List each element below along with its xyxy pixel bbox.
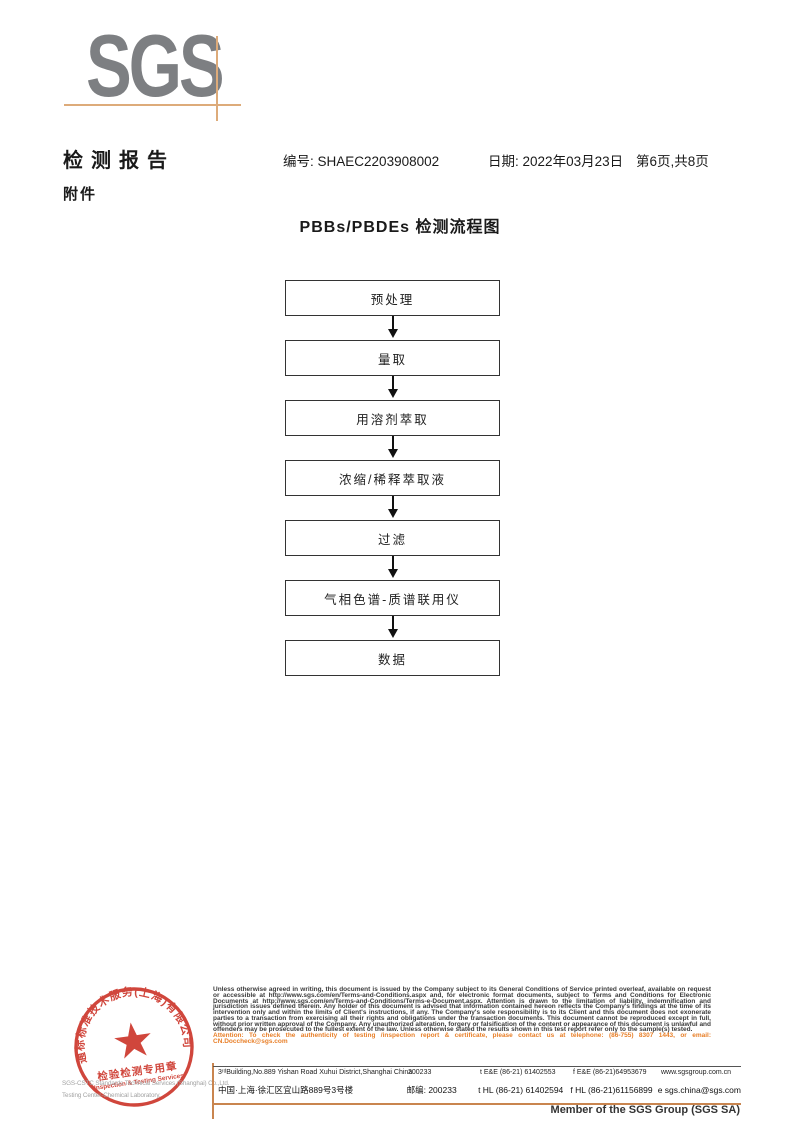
legal-disclaimer: Unless otherwise agreed in writing, this… [213,986,711,1045]
flow-step-solvent-extraction: 用溶剂萃取 [285,400,500,436]
fax-en: f E&E (86-21)64953679 [573,1069,647,1076]
attention-notice: Attention: To check the authenticity of … [213,1032,711,1045]
postcode-en: 200233 [408,1069,432,1076]
flowchart-title: PBBs/PBDEs 检测流程图 [299,219,501,236]
flow-step-data: 数据 [285,640,500,676]
stamp-caption-lab: Testing Center-Chemical Laboratory. [62,1092,161,1099]
email: e sgs.china@sgs.com [657,1085,741,1095]
flow-step-pretreatment: 预处理 [285,280,500,316]
address-cn: 中国·上海·徐汇区宜山路889号3号楼 [218,1085,354,1095]
seal-star-icon: ★ [108,1012,158,1070]
website: www.sgsgroup.com.cn [661,1069,732,1076]
logo-vertical-line [216,36,218,121]
sgs-logo: SGS [86,16,225,115]
logo-horizontal-line [64,104,241,106]
flow-arrow-icon [285,316,500,340]
report-date-value: 2022年03月23日 [522,154,624,169]
footer-accent-line [212,1063,214,1119]
fax-cn: f HL (86-21)61156899 [570,1085,653,1095]
report-number-label: 编号: [283,154,314,169]
address-row-en: 3ʳᵈBuilding,No.889 Yishan Road Xuhui Dis… [218,1069,741,1084]
report-title: 检测报告 [63,150,175,172]
report-number: 编号: SHAEC2203908002 [283,150,439,170]
flow-step-filter: 过滤 [285,520,500,556]
seal-ring [74,987,194,1107]
address-block: 3ʳᵈBuilding,No.889 Yishan Road Xuhui Dis… [213,1066,741,1105]
page-indicator: 第6页,共8页 [636,154,709,169]
legal-disclaimer-text: Unless otherwise agreed in writing, this… [213,986,711,1034]
sgs-member-line: Member of the SGS Group (SGS SA) [550,1104,740,1116]
stamp-caption-company: SGS-CSTC Standards Technical Services (S… [62,1080,230,1087]
address-en: 3ʳᵈBuilding,No.889 Yishan Road Xuhui Dis… [218,1069,413,1076]
flow-arrow-icon [285,556,500,580]
phone-en: t E&E (86-21) 61402553 [480,1069,556,1076]
address-row-cn: 中国·上海·徐汇区宜山路889号3号楼 邮编: 200233 t HL (86-… [218,1084,741,1100]
company-seal-stamp: 通标标准技术服务(上海)有限公司 ★ 检验检测专用章 Inspection & … [65,976,195,1107]
report-date: 日期: 2022年03月23日 [488,150,623,170]
phone-cn: t HL (86-21) 61402594 [478,1085,564,1095]
flow-arrow-icon [285,496,500,520]
report-number-value: SHAEC2203908002 [317,154,440,169]
attachment-label: 附件 [63,186,98,203]
flowchart: 预处理 量取 用溶剂萃取 浓缩/稀释萃取液 过滤 气相色谱-质谱联用仪 数据 [285,280,500,676]
report-date-label: 日期: [488,154,519,169]
flow-step-gcms: 气相色谱-质谱联用仪 [285,580,500,616]
flow-arrow-icon [285,616,500,640]
flow-step-measure: 量取 [285,340,500,376]
flow-arrow-icon [285,436,500,460]
flow-arrow-icon [285,376,500,400]
flow-step-concentrate-dilute: 浓缩/稀释萃取液 [285,460,500,496]
postcode-cn: 邮编: 200233 [406,1085,457,1095]
